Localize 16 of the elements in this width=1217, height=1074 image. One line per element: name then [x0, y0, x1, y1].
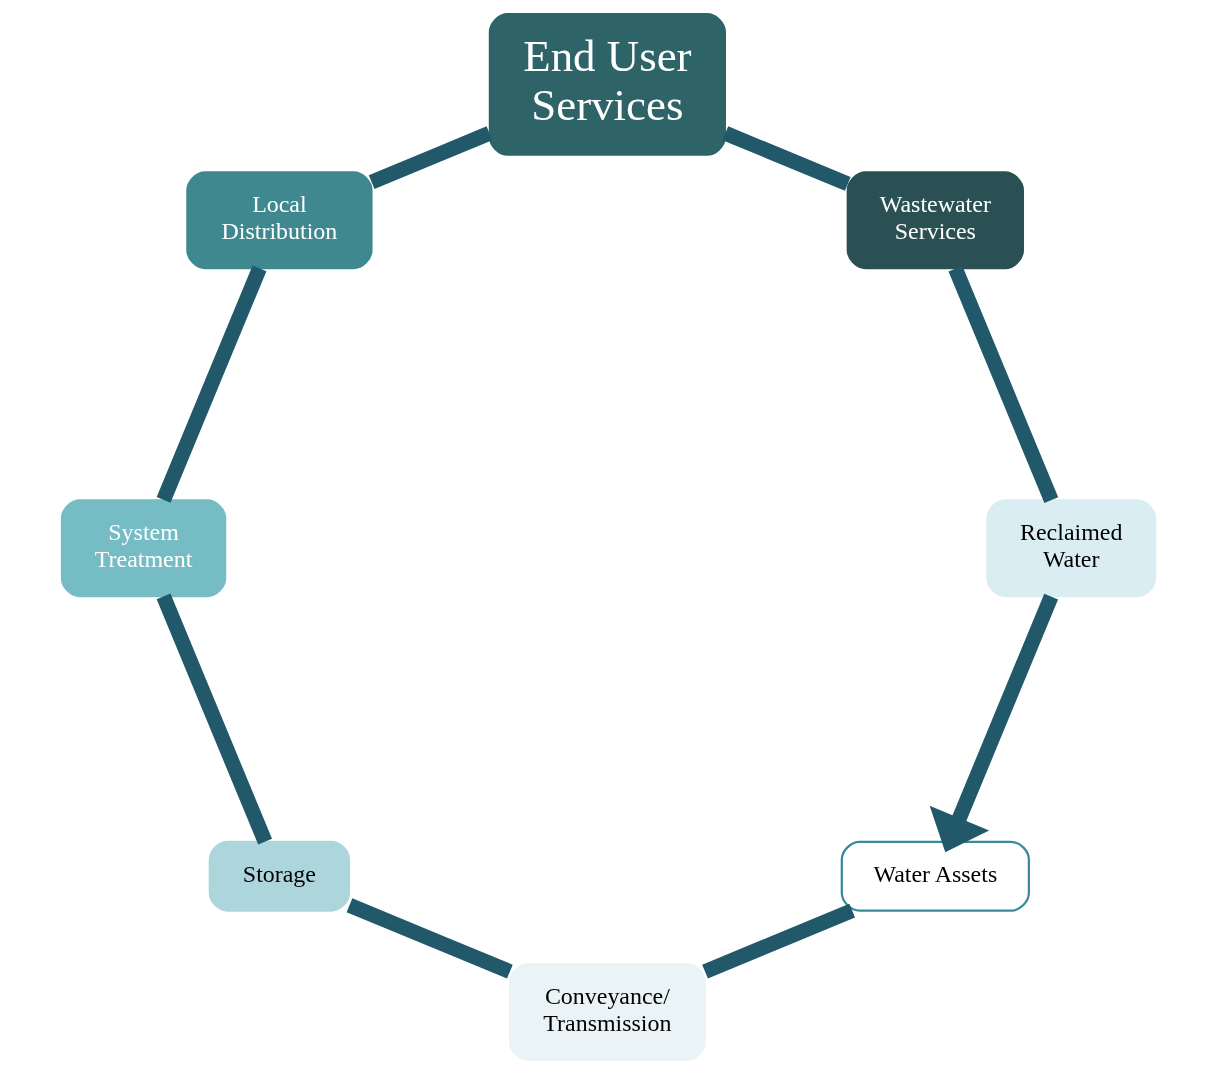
connector: [948, 265, 1059, 503]
connector: [368, 126, 493, 189]
node-box: Storage: [208, 840, 351, 912]
node-box: Conveyance/ Transmission: [509, 963, 706, 1062]
arrow: [929, 593, 1059, 853]
connector: [702, 903, 856, 979]
node-box: End User Services: [488, 12, 726, 156]
node-box: Water Assets: [840, 840, 1030, 912]
connector: [346, 898, 513, 979]
node-box: System Treatment: [60, 499, 227, 598]
node-box: Wastewater Services: [846, 171, 1024, 270]
connector: [156, 265, 267, 503]
node-box: Reclaimed Water: [986, 499, 1157, 598]
node-box: Local Distribution: [186, 171, 373, 270]
connector: [156, 593, 273, 845]
connector: [722, 126, 851, 191]
